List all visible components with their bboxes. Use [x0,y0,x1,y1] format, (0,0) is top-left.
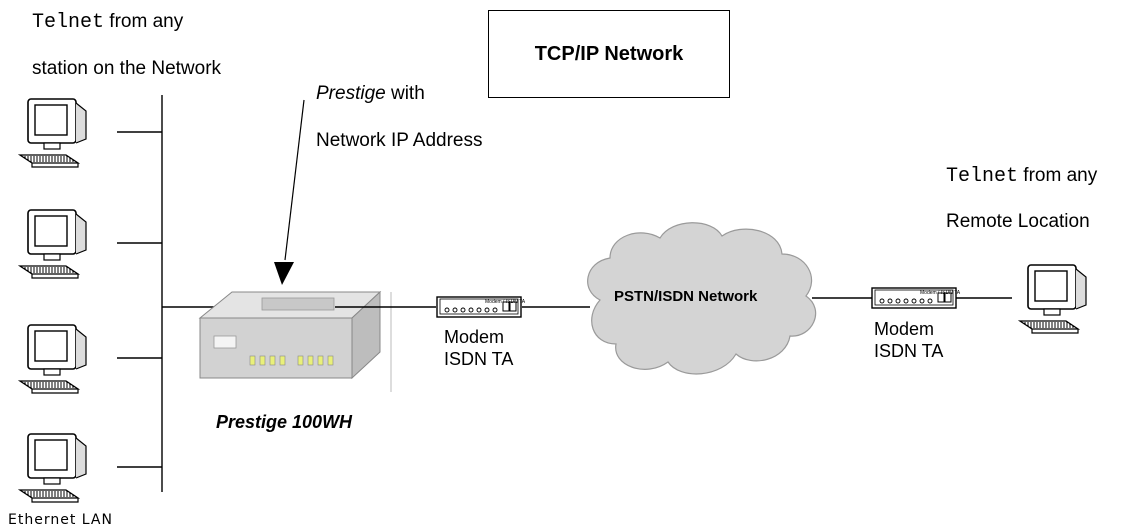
station-label: station on the Network [32,58,222,79]
diagram-title-text: TCP/IP Network [534,42,684,65]
computer-icon-remote [1019,264,1087,334]
computer-icon-2 [19,209,87,279]
router-icon [198,290,382,380]
computer-icon-4 [19,433,87,503]
remote-location-label: Remote Location [946,211,1090,232]
telnet-remote-label: Telnet from any [946,165,1098,188]
telnet-local-label: Telnet from any [32,11,184,34]
network-ip-label: Network IP Address [316,130,483,151]
cloud-label: PSTN/ISDN Network [614,288,758,305]
computer-icon-3 [19,324,87,394]
modem-tag-left: Modem / ISDN TA [485,299,526,305]
prestige-label: Prestige with [316,83,425,104]
cloud-icon [587,222,817,375]
modem-left-label: Modem ISDN TA [444,327,514,369]
router-caption: Prestige 100WH [216,412,353,432]
modem-right-label: Modem ISDN TA [874,319,944,361]
modem-tag-right: Modem / ISDN TA [920,290,961,296]
computer-icon-1 [19,98,87,168]
diagram-title: TCP/IP Network [488,10,730,98]
ethernet-label: Ethernet LAN [8,512,113,528]
pointer-arrow-icon [274,262,294,285]
